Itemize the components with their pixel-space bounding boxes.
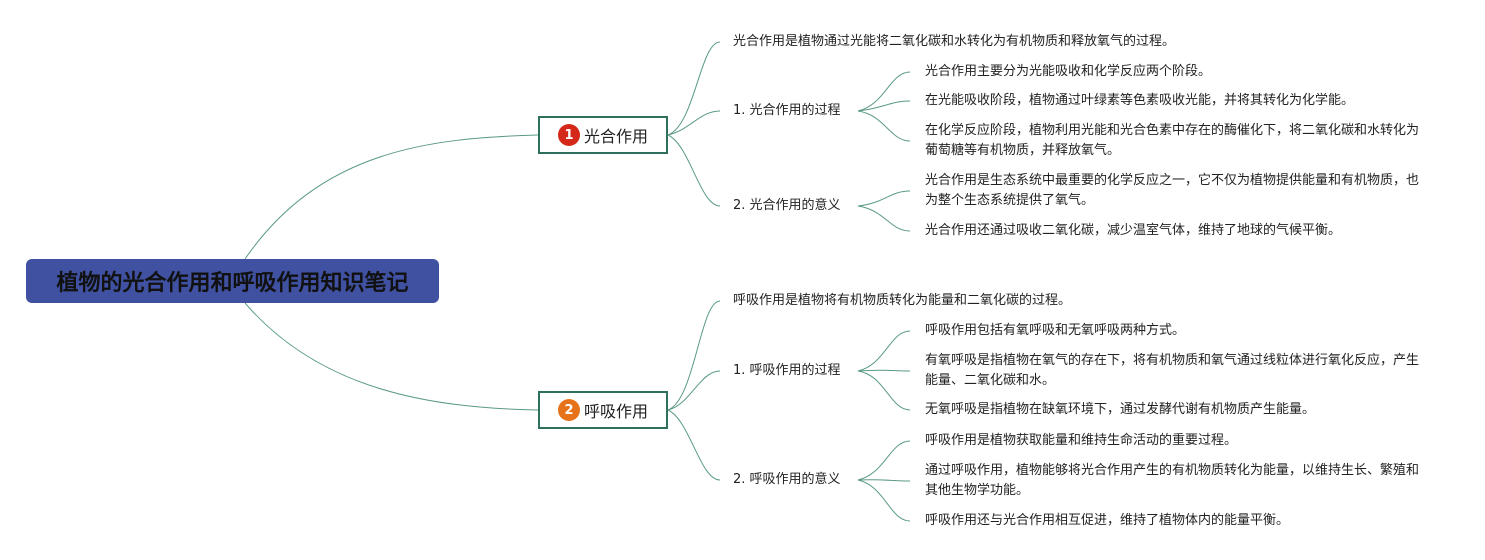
link-b1-intro: [667, 41, 721, 136]
link-g12-leaf2: [857, 205, 911, 232]
link-b1-group1: [667, 110, 721, 136]
link-b2-intro: [667, 300, 721, 411]
link-g22-leaf3: [857, 479, 911, 522]
link-g11-leaf3: [857, 110, 911, 142]
subtopic-respiration-process[interactable]: 1. 呼吸作用的过程: [733, 363, 841, 378]
branch-respiration[interactable]: 2 呼吸作用: [538, 391, 668, 429]
link-g22-leaf2: [857, 479, 911, 482]
subtopic-photosynthesis-significance[interactable]: 2. 光合作用的意义: [733, 198, 841, 213]
link-b2-group1: [667, 370, 721, 411]
number-badge: 1: [557, 124, 580, 146]
leaf-item[interactable]: 光合作用是生态系统中最重要的化学反应之一，它不仅为植物提供能量和有机物质，也为整…: [925, 173, 1420, 208]
link-g21-leaf1: [857, 330, 911, 372]
link-g11-leaf2: [857, 100, 911, 112]
branch-title: 呼吸作用: [583, 402, 648, 421]
link-b2-group2: [667, 409, 721, 481]
branch-2-intro[interactable]: 呼吸作用是植物将有机物质转化为能量和二氧化碳的过程。: [733, 293, 1072, 308]
leaf-item[interactable]: 光合作用还通过吸收二氧化碳，减少温室气体，维持了地球的气候平衡。: [925, 223, 1342, 238]
branch-photosynthesis[interactable]: 1 光合作用: [538, 116, 668, 154]
link-g11-leaf1: [857, 71, 911, 112]
link-b1-group2: [667, 134, 721, 207]
leaf-item[interactable]: 光合作用主要分为光能吸收和化学反应两个阶段。: [925, 64, 1212, 79]
leaf-item[interactable]: 在光能吸收阶段，植物通过叶绿素等色素吸收光能，并将其转化为化学能。: [925, 93, 1355, 108]
subtopic-respiration-significance[interactable]: 2. 呼吸作用的意义: [733, 472, 841, 487]
number-badge: 2: [557, 399, 580, 421]
link-g12-leaf1: [857, 190, 911, 207]
branch-1-intro[interactable]: 光合作用是植物通过光能将二氧化碳和水转化为有机物质和释放氧气的过程。: [733, 34, 1176, 49]
leaf-item[interactable]: 有氧呼吸是指植物在氧气的存在下，将有机物质和氧气通过线粒体进行氧化反应，产生能量…: [925, 353, 1420, 388]
leaf-item[interactable]: 无氧呼吸是指植物在缺氧环境下，通过发酵代谢有机物质产生能量。: [925, 402, 1316, 417]
leaf-item[interactable]: 呼吸作用包括有氧呼吸和无氧呼吸两种方式。: [925, 323, 1186, 338]
root-title: 植物的光合作用和呼吸作用知识笔记: [56, 271, 409, 296]
root-topic[interactable]: 植物的光合作用和呼吸作用知识笔记: [26, 259, 439, 303]
leaf-item[interactable]: 呼吸作用是植物获取能量和维持生命活动的重要过程。: [925, 433, 1238, 448]
link-root-branch-2: [244, 302, 539, 411]
link-g21-leaf2: [857, 369, 911, 372]
link-g21-leaf3: [857, 370, 911, 411]
link-g22-leaf1: [857, 440, 911, 481]
leaf-item[interactable]: 通过呼吸作用，植物能够将光合作用产生的有机物质转化为能量，以维持生长、繁殖和其他…: [925, 463, 1420, 498]
link-root-branch-1: [244, 134, 539, 260]
leaf-item[interactable]: 呼吸作用还与光合作用相互促进，维持了植物体内的能量平衡。: [925, 513, 1290, 528]
branch-title: 光合作用: [583, 127, 648, 146]
leaf-item[interactable]: 在化学反应阶段，植物利用光能和光合色素中存在的酶催化下，将二氧化碳和水转化为葡萄…: [925, 123, 1420, 158]
subtopic-photosynthesis-process[interactable]: 1. 光合作用的过程: [733, 103, 841, 118]
